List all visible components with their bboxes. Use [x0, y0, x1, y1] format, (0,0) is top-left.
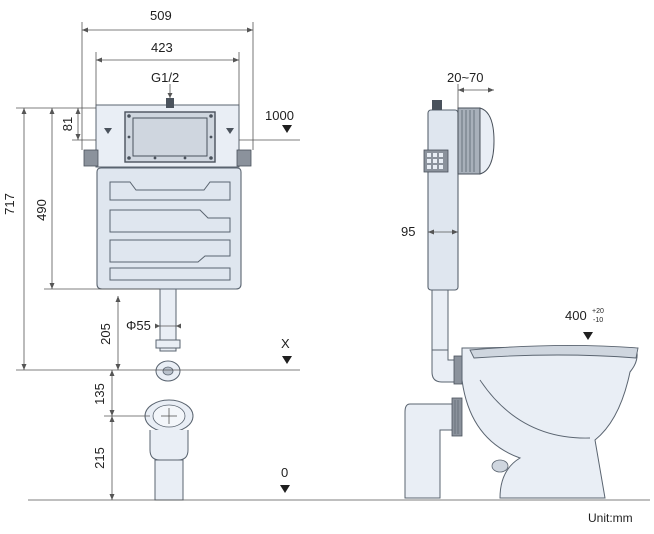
- dim-490: 490: [34, 199, 49, 221]
- front-view: [83, 98, 252, 501]
- cistern-tank: [96, 167, 242, 290]
- dim-seat-tol-plus: +20: [592, 308, 604, 315]
- left-clip: [83, 149, 99, 167]
- level-x: X: [281, 336, 290, 351]
- frame-panel: [124, 111, 216, 163]
- dim-button-depth: 20~70: [447, 70, 484, 85]
- unit-label: Unit:mm: [588, 511, 633, 525]
- side-view: [404, 100, 639, 499]
- level-0: 0: [281, 465, 288, 480]
- level-1000: 1000: [265, 108, 294, 123]
- side-outlet: [404, 403, 457, 499]
- dim-inlet: G1/2: [151, 70, 179, 85]
- side-pipe: [431, 289, 449, 351]
- dim-205: 205: [98, 323, 113, 345]
- dim-509: 509: [150, 8, 172, 23]
- outlet-pipe: [154, 459, 184, 501]
- side-dimensions: [428, 84, 593, 340]
- inlet-valve: [166, 98, 174, 108]
- dim-95: 95: [401, 224, 415, 239]
- right-clip: [236, 149, 252, 167]
- dim-diameter: Φ55: [126, 318, 151, 333]
- labels: 509 423 G1/2 81 717 490 205 Φ55 135 215 …: [2, 8, 633, 525]
- cistern-side: [427, 109, 459, 291]
- dim-seat-height: 400: [565, 308, 587, 323]
- flush-plate: [457, 107, 481, 175]
- dim-215: 215: [92, 447, 107, 469]
- dim-seat-tol-minus: -10: [593, 317, 603, 324]
- dim-135: 135: [92, 383, 107, 405]
- dim-423: 423: [151, 40, 173, 55]
- toilet-bowl: [461, 346, 638, 499]
- flush-pipe: [159, 288, 177, 352]
- front-dimensions: [16, 22, 650, 501]
- dim-717: 717: [2, 193, 17, 215]
- dim-81: 81: [60, 117, 75, 131]
